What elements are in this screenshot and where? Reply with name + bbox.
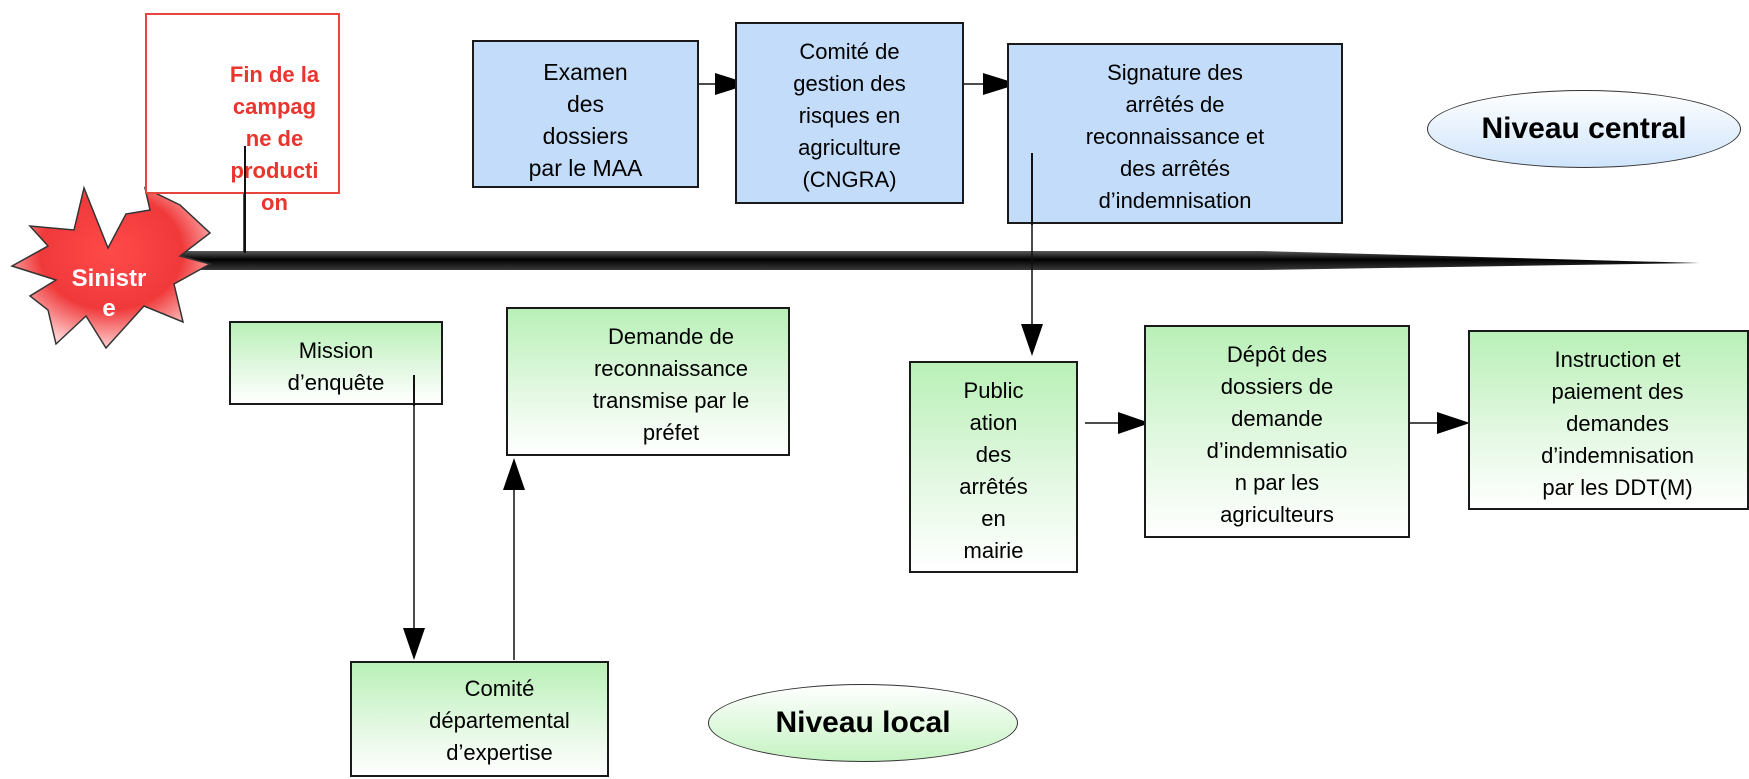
step-cngra-label: Comité de gestion des risques en agricul… bbox=[793, 39, 906, 192]
timeline-bar bbox=[118, 251, 1700, 270]
level-central-label: Niveau central bbox=[1481, 112, 1687, 145]
level-local-label: Niveau local bbox=[775, 706, 951, 739]
signature-connector bbox=[1031, 153, 1033, 225]
step-examen-label: Examen des dossiers par le MAA bbox=[528, 59, 643, 181]
step-demande-label: Demande de reconnaissance transmise par … bbox=[592, 324, 750, 445]
step-mission-enquete: Mission d’enquête bbox=[229, 321, 443, 405]
step-cngra: Comité de gestion des risques en agricul… bbox=[735, 22, 964, 204]
step-publication-label: Public ation des arrêtés en mairie bbox=[959, 378, 1028, 563]
level-local-badge: Niveau local bbox=[708, 684, 1018, 762]
step-signature-arretes: Signature des arrêtés de reconnaissance … bbox=[1007, 43, 1343, 224]
step-instruction-paiement: Instruction et paiement des demandes d’i… bbox=[1468, 330, 1749, 510]
step-demande-reconnaissance: Demande de reconnaissance transmise par … bbox=[506, 307, 790, 456]
step-signature-label: Signature des arrêtés de reconnaissance … bbox=[1085, 60, 1265, 213]
step-depot-label: Dépôt des dossiers de demande d’indemnis… bbox=[1206, 342, 1348, 527]
step-instruction-label: Instruction et paiement des demandes d’i… bbox=[1541, 347, 1694, 500]
end-of-campaign-connector bbox=[244, 146, 246, 253]
step-examen-dossiers: Examen des dossiers par le MAA bbox=[472, 40, 699, 188]
mission-connector bbox=[413, 375, 415, 406]
end-of-campaign-box: Fin de la campag ne de producti on bbox=[145, 13, 340, 215]
step-depot-dossiers: Dépôt des dossiers de demande d’indemnis… bbox=[1144, 325, 1410, 538]
sinistre-starburst bbox=[10, 185, 212, 350]
step-publication-arretes: Public ation des arrêtés en mairie bbox=[909, 361, 1078, 573]
sinistre-label: Sinistr e bbox=[71, 265, 147, 322]
level-central-badge: Niveau central bbox=[1427, 90, 1741, 168]
step-comite-departemental: Comité départemental d’expertise bbox=[350, 661, 609, 777]
step-comite-label: Comité départemental d’expertise bbox=[429, 676, 570, 765]
step-mission-label: Mission d’enquête bbox=[287, 338, 385, 395]
